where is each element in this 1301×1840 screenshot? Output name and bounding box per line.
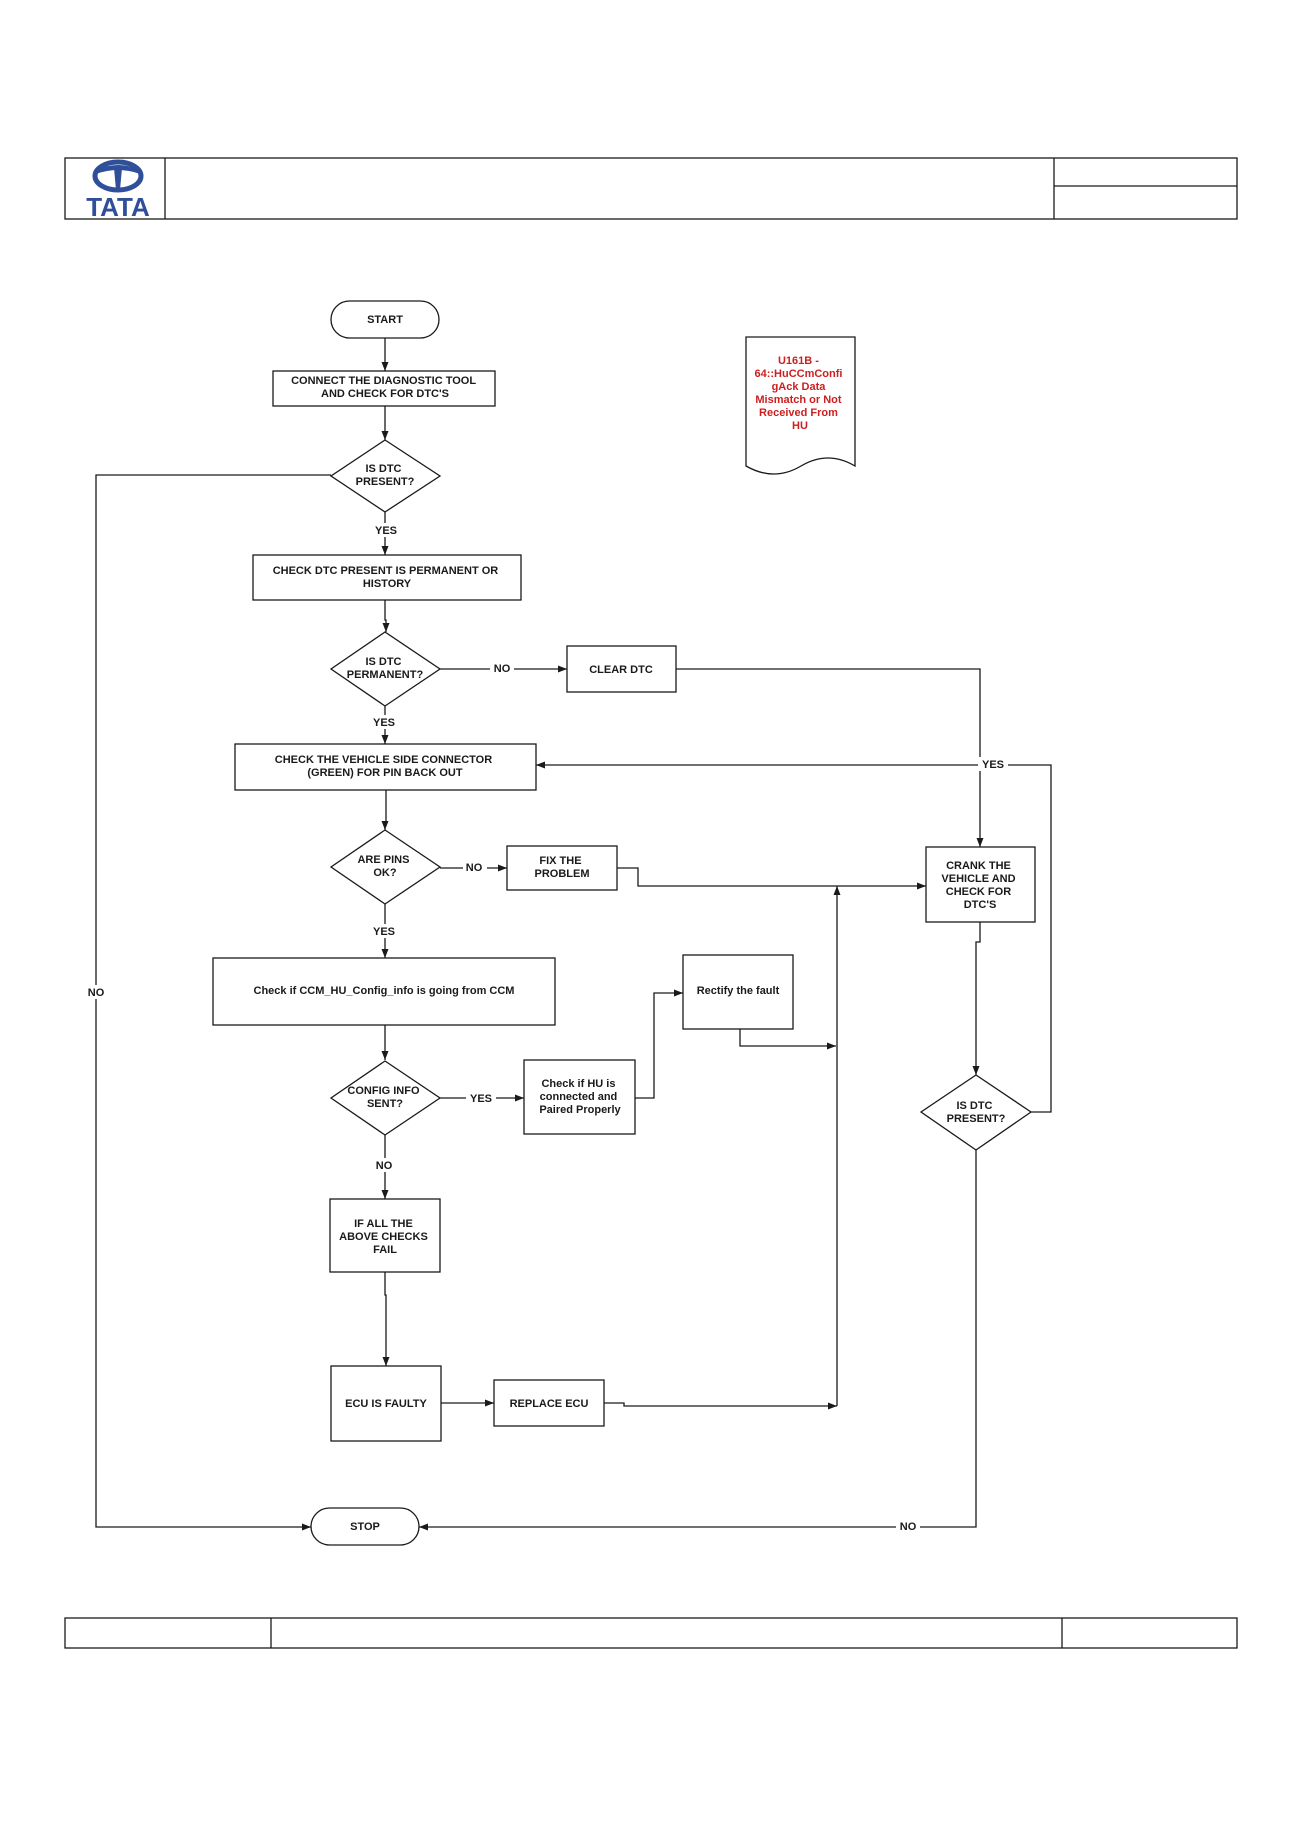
node-ecu-faulty-label: ECU IS FAULTY: [345, 1398, 427, 1410]
arrow-fail-to-ecu: [382, 1272, 390, 1366]
decision-is-dtc-present-1: IS DTC PRESENT?: [329, 439, 442, 513]
node-crank-vehicle: CRANK THE VEHICLE AND CHECK FOR DTC'S: [925, 846, 1036, 923]
node-check-config-info: Check if CCM_HU_Config_info is going fro…: [212, 957, 556, 1026]
decision-are-pins-ok: ARE PINS OK?: [329, 829, 442, 905]
arrow-clear-to-crank: [676, 668, 984, 847]
decision-is-dtc-present-2-label: IS DTC PRESENT?: [947, 1100, 1006, 1125]
arrow-connector-to-pins: [381, 790, 389, 830]
edge-label-permanent-yes: YES: [373, 717, 395, 729]
header-block: TATA: [64, 157, 1238, 222]
edge-label-pins-yes: YES: [373, 926, 395, 938]
node-clear-dtc-label: CLEAR DTC: [589, 664, 653, 676]
node-ecu-faulty: ECU IS FAULTY: [330, 1365, 442, 1442]
edge-label-loop-yes: YES: [982, 759, 1004, 771]
arrow-check-to-permanent: [382, 600, 390, 632]
edge-label-left-no: NO: [88, 987, 105, 999]
arrow-hu-to-rectify: [635, 989, 683, 1099]
tata-emblem-icon: [92, 159, 144, 193]
node-replace-ecu: REPLACE ECU: [493, 1379, 605, 1427]
tata-wordmark: TATA: [86, 192, 150, 222]
edge-label-present-yes: YES: [375, 525, 397, 537]
node-check-config-info-label: Check if CCM_HU_Config_info is going fro…: [254, 985, 515, 997]
node-all-checks-fail-label: IF ALL THE ABOVE CHECKS FAIL: [339, 1218, 431, 1256]
arrow-present2-yes-loop: [536, 761, 1052, 1113]
connectors: [95, 338, 1052, 1531]
node-check-hu-paired-label: Check if HU is connected and Paired Prop…: [539, 1078, 621, 1116]
node-start: START: [330, 300, 440, 339]
node-check-hu-paired: Check if HU is connected and Paired Prop…: [523, 1059, 636, 1135]
arrow-present1-no: [95, 474, 331, 1531]
node-rectify-fault: Rectify the fault: [682, 954, 794, 1030]
decision-is-dtc-present-1-label: IS DTC PRESENT?: [356, 463, 415, 488]
node-check-connector: CHECK THE VEHICLE SIDE CONNECTOR (GREEN)…: [234, 743, 537, 791]
node-all-checks-fail: IF ALL THE ABOVE CHECKS FAIL: [329, 1198, 441, 1273]
decision-is-dtc-present-2: IS DTC PRESENT?: [919, 1074, 1033, 1151]
node-check-permanent-label: CHECK DTC PRESENT IS PERMANENT OR HISTOR…: [273, 565, 502, 590]
edge-labels: YES NO YES YES NO YES NO YES NO NO: [84, 523, 1008, 1533]
node-rectify-fault-label: Rectify the fault: [697, 985, 780, 997]
node-connect-tool-label: CONNECT THE DIAGNOSTIC TOOL AND CHECK FO…: [291, 375, 479, 400]
decision-is-dtc-permanent: IS DTC PERMANENT?: [329, 631, 442, 707]
decision-config-info-sent-label: CONFIG INFO SENT?: [347, 1085, 422, 1110]
node-stop-label: STOP: [350, 1521, 380, 1533]
edge-label-config-yes: YES: [470, 1093, 492, 1105]
arrow-crank-to-present: [972, 922, 981, 1075]
node-fix-problem: FIX THE PROBLEM: [506, 845, 618, 891]
dtc-code-note: U161B - 64::HuCCmConfi gAck Data Mismatc…: [745, 336, 856, 475]
decision-are-pins-ok-label: ARE PINS OK?: [357, 854, 412, 879]
node-crank-vehicle-label: CRANK THE VEHICLE AND CHECK FOR DTC'S: [941, 860, 1018, 911]
edge-label-pins-no: NO: [466, 862, 483, 874]
footer-block: [64, 1617, 1238, 1649]
arrow-present2-no: [419, 1150, 977, 1531]
node-start-label: START: [367, 314, 403, 326]
node-stop: STOP: [310, 1507, 420, 1546]
arrow-replace-to-bus: [604, 1402, 837, 1410]
tata-logo: TATA: [86, 159, 150, 222]
arrow-fix-to-crank: [617, 867, 926, 890]
decision-config-info-sent: CONFIG INFO SENT?: [329, 1060, 442, 1136]
dtc-code-note-text: U161B - 64::HuCCmConfi gAck Data Mismatc…: [754, 355, 845, 432]
node-replace-ecu-label: REPLACE ECU: [510, 1398, 589, 1410]
node-check-connector-label: CHECK THE VEHICLE SIDE CONNECTOR (GREEN)…: [275, 754, 495, 779]
edge-label-bottom-no: NO: [900, 1521, 917, 1533]
node-fix-problem-label: FIX THE PROBLEM: [535, 855, 590, 880]
node-clear-dtc: CLEAR DTC: [566, 645, 677, 693]
node-connect-tool: CONNECT THE DIAGNOSTIC TOOL AND CHECK FO…: [272, 370, 496, 407]
edge-label-config-no: NO: [376, 1160, 393, 1172]
decision-is-dtc-permanent-label: IS DTC PERMANENT?: [347, 656, 424, 681]
edge-label-permanent-no: NO: [494, 663, 511, 675]
node-check-permanent: CHECK DTC PRESENT IS PERMANENT OR HISTOR…: [252, 554, 522, 601]
arrow-rectify-to-bus: [739, 1029, 836, 1050]
